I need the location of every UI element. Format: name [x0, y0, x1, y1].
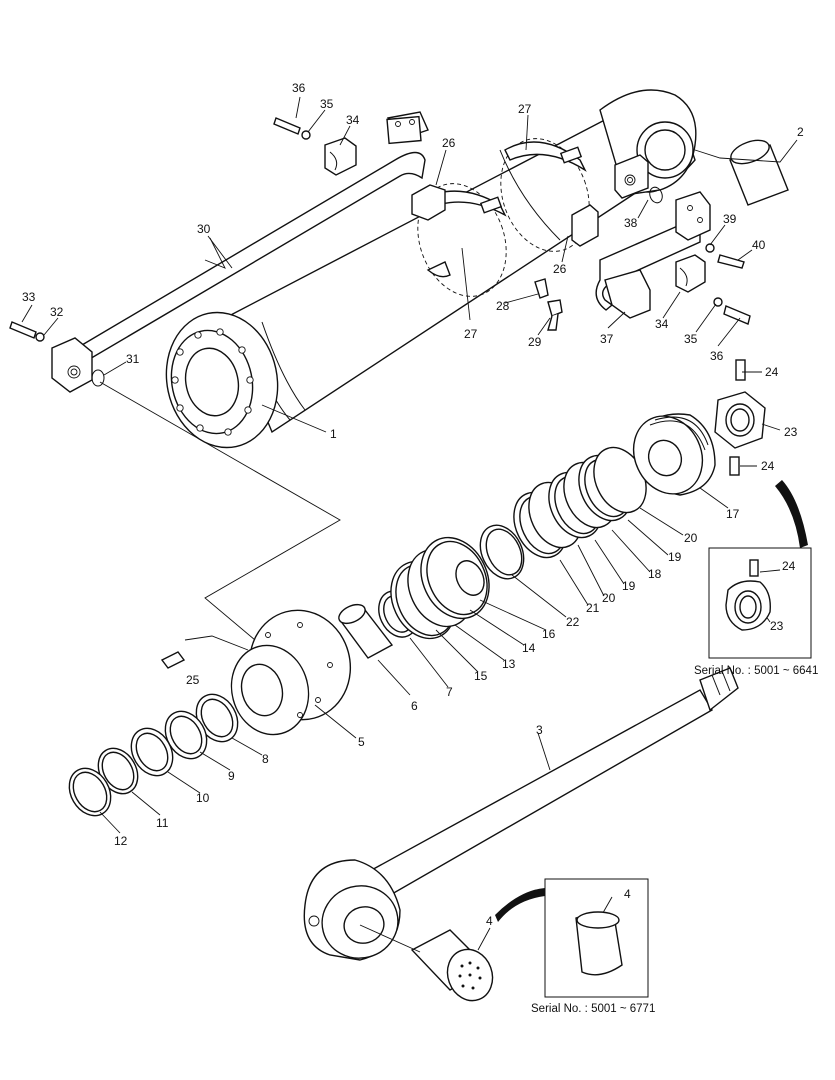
callout-36-lower: 36 [710, 349, 724, 363]
clamp-34-lower [675, 254, 706, 293]
bushing-4 [410, 929, 494, 1002]
callout-11: 11 [156, 816, 169, 830]
clamp-block-upper [411, 184, 446, 221]
callout-4: 4 [486, 914, 493, 928]
callout-15: 15 [474, 669, 488, 683]
callout-9: 9 [228, 769, 235, 783]
callout-27-upper: 27 [518, 102, 532, 116]
ring-16 [455, 560, 485, 596]
callout-labels: 36 35 34 26 27 2 30 32 33 31 1 27 28 29 … [22, 81, 804, 928]
o-ring-31 [91, 369, 105, 387]
callout-13: 13 [502, 657, 516, 671]
callout-18: 18 [648, 567, 662, 581]
ring-22 [479, 524, 525, 580]
callout-35-lower: 35 [684, 332, 698, 346]
callout-23: 23 [784, 425, 798, 439]
callout-21: 21 [586, 601, 600, 615]
callout-38: 38 [624, 216, 638, 230]
callout-6: 6 [411, 699, 418, 713]
bushing-2 [729, 139, 789, 206]
pipe-37 [595, 191, 711, 319]
washer-32 [35, 332, 45, 342]
bolt-25 [160, 651, 186, 669]
callout-20-upper: 20 [684, 531, 698, 545]
cylinder-tube [165, 89, 697, 449]
callout-24-top: 24 [765, 365, 779, 379]
callout-24-bottom: 24 [761, 459, 775, 473]
piston-17 [632, 413, 716, 496]
inset-head-label-24: 24 [782, 559, 796, 573]
bolt-36-lower [723, 305, 751, 325]
callout-8: 8 [262, 752, 269, 766]
callout-34-lower: 34 [655, 317, 669, 331]
screw-28 [534, 278, 549, 299]
bolt-36-upper [273, 117, 301, 135]
clamp-block-lower [571, 204, 599, 247]
inset-bush: 4 Serial No. : 5001 ~ 6771 [531, 878, 655, 1015]
callout-36-upper: 36 [292, 81, 306, 95]
callout-16: 16 [542, 627, 556, 641]
seal-9 [164, 710, 208, 760]
callout-25: 25 [186, 673, 200, 687]
pipe-30 [81, 111, 429, 362]
set-screw-24-bottom [729, 456, 740, 476]
callout-26-lower: 26 [553, 262, 567, 276]
callout-7: 7 [446, 685, 453, 699]
seal-12 [68, 767, 112, 817]
callout-14: 14 [522, 641, 536, 655]
seal-8 [195, 693, 239, 743]
callout-1: 1 [330, 427, 337, 441]
callout-34-upper: 34 [346, 113, 360, 127]
clamp-34-upper [324, 137, 357, 176]
callout-40: 40 [752, 238, 766, 252]
callout-19-upper: 19 [668, 550, 682, 564]
washer-35-upper [301, 130, 311, 140]
set-screw-24-top [735, 359, 746, 381]
callout-5: 5 [358, 735, 365, 749]
seal-10 [130, 727, 174, 777]
pipe-flange-31 [51, 337, 93, 393]
leader-lines [21, 96, 808, 953]
callout-12: 12 [114, 834, 128, 848]
callout-10: 10 [196, 791, 210, 805]
callout-26-upper: 26 [442, 136, 456, 150]
rod-cover [230, 609, 352, 736]
inset-head-caption: Serial No. : 5001 ~ 6641 [694, 665, 818, 677]
inset-bush-label-4: 4 [624, 887, 631, 901]
callout-20-lower: 20 [602, 591, 616, 605]
inset-head-label-23: 23 [770, 619, 784, 633]
nut-23 [714, 391, 766, 449]
callout-37: 37 [600, 332, 614, 346]
callout-31: 31 [126, 352, 140, 366]
callout-30: 30 [197, 222, 211, 236]
bushing-6 [338, 603, 394, 659]
tube-port-flange [614, 154, 649, 199]
callout-39: 39 [723, 212, 737, 226]
callout-17: 17 [726, 507, 740, 521]
o-ring-38 [649, 186, 663, 204]
bolt-29 [547, 299, 563, 331]
bolt-40 [717, 254, 745, 269]
seal-11 [97, 747, 139, 795]
inset-bush-caption: Serial No. : 5001 ~ 6771 [531, 1003, 655, 1015]
callout-35-upper: 35 [320, 97, 334, 111]
piston-rod [303, 667, 739, 961]
callout-3: 3 [536, 723, 543, 737]
callout-19-lower: 19 [622, 579, 636, 593]
callout-33: 33 [22, 290, 36, 304]
washer-39 [705, 243, 715, 253]
callout-27-lower: 27 [464, 327, 478, 341]
inset-head: 24 23 Serial No. : 5001 ~ 6641 [694, 547, 818, 677]
callout-22: 22 [566, 615, 580, 629]
bolt-33 [9, 321, 37, 339]
callout-28: 28 [496, 299, 510, 313]
callout-29: 29 [528, 335, 542, 349]
callout-2: 2 [797, 125, 804, 139]
callout-32: 32 [50, 305, 64, 319]
